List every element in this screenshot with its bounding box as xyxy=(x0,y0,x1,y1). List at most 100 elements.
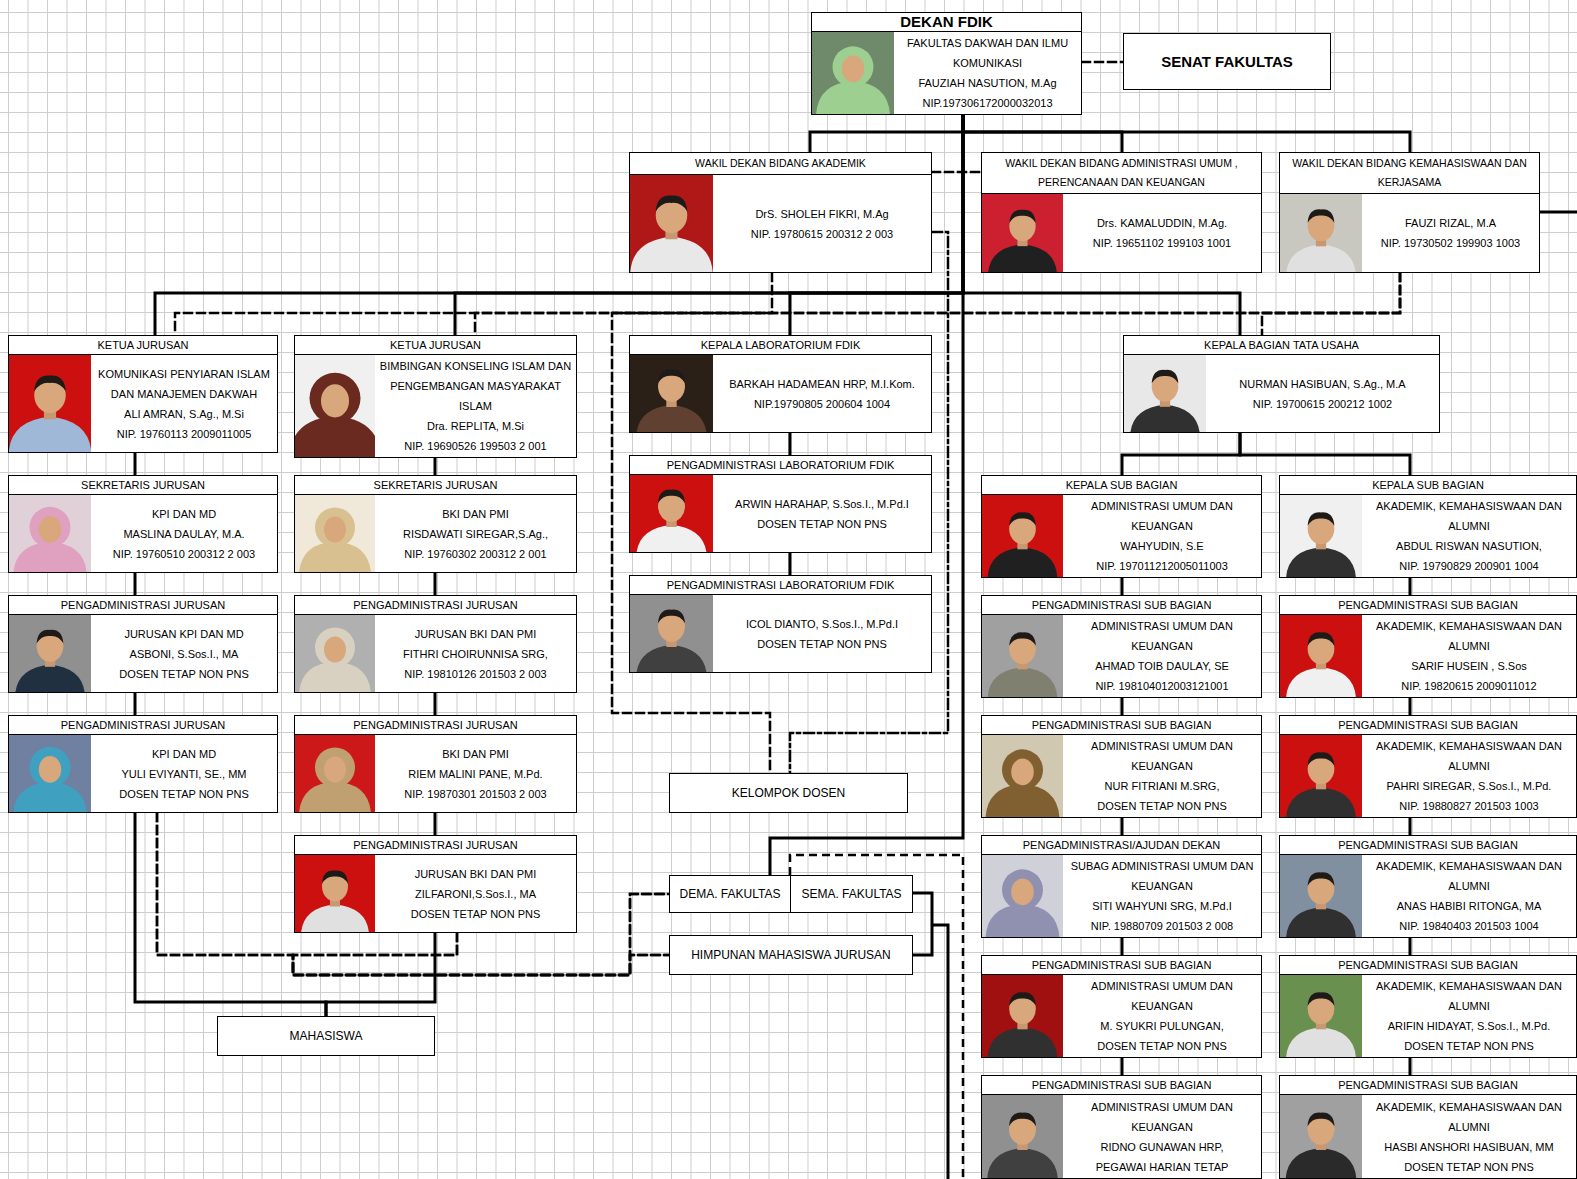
card-body: BARKAH HADAMEAN HRP, M.I.Kom.NIP.1979080… xyxy=(713,355,931,432)
card-text: NIP. 197011212005011003 xyxy=(1063,556,1261,576)
solid-connector xyxy=(810,115,963,152)
card-text: ZILFARONI,S.Sos.I., MA xyxy=(375,884,576,904)
card-title: KEPALA SUB BAGIAN xyxy=(982,476,1261,495)
card-title: WAKIL DEKAN BIDANG AKADEMIK xyxy=(630,153,931,175)
card-body: BKI DAN PMIRIEM MALINI PANE, M.Pd.NIP. 1… xyxy=(375,735,576,812)
card-text: BARKAH HADAMEAN HRP, M.I.Kom. xyxy=(713,374,931,394)
card-text: NIP. 19651102 199103 1001 xyxy=(1063,233,1261,253)
portrait-image xyxy=(630,355,713,432)
card-text: AKADEMIK, KEMAHASISWAAN DAN ALUMNI xyxy=(1362,1097,1576,1137)
card-text: NIP. 19780615 200312 2 003 xyxy=(713,224,931,244)
portrait-image xyxy=(982,495,1063,577)
card-text: ABDUL RISWAN NASUTION, xyxy=(1362,536,1576,556)
card-text: FAUZI RIZAL, M.A xyxy=(1362,213,1539,233)
card-text: ALI AMRAN, S.Ag., M.Si xyxy=(91,404,277,424)
dashed-connector xyxy=(932,171,981,174)
label-box: KELOMPOK DOSEN xyxy=(669,773,908,813)
solid-connector xyxy=(789,433,792,455)
portrait-photo xyxy=(982,194,1063,272)
portrait-photo xyxy=(1280,615,1362,697)
card-title: PENGADMINISTRASI JURUSAN xyxy=(295,596,576,615)
solid-connector xyxy=(134,693,137,715)
card-title: PENGADMINISTRASI SUB BAGIAN xyxy=(982,1076,1261,1095)
portrait-image xyxy=(1280,495,1362,577)
card-body: AKADEMIK, KEMAHASISWAAN DAN ALUMNIPAHRI … xyxy=(1362,735,1576,817)
solid-connector xyxy=(1409,698,1412,715)
card-text: ADMINISTRASI UMUM DAN KEUANGAN xyxy=(1063,976,1261,1016)
person-card: PENGADMINISTRASI LABORATORIUM FDIKICOL D… xyxy=(629,575,932,673)
person-card: KEPALA SUB BAGIANAKADEMIK, KEMAHASISWAAN… xyxy=(1279,475,1577,578)
card-body: BKI DAN PMIRISDAWATI SIREGAR,S.Ag.,NIP. … xyxy=(375,495,576,572)
card-body: KOMUNIKASI PENYIARAN ISLAM DAN MANAJEMEN… xyxy=(91,355,277,452)
card-body: KPI DAN MDMASLINA DAULAY, M.A.NIP. 19760… xyxy=(91,495,277,572)
portrait-image xyxy=(630,595,713,672)
card-text: SUBAG ADMINISTRASI UMUM DAN KEUANGAN xyxy=(1063,856,1261,896)
person-card: PENGADMINISTRASI JURUSANJURUSAN BKI DAN … xyxy=(294,835,577,933)
portrait-photo xyxy=(1280,495,1362,577)
card-text: ADMINISTRASI UMUM DAN KEUANGAN xyxy=(1063,496,1261,536)
portrait-image xyxy=(1280,615,1362,697)
label-box: SEMA. FAKULTAS xyxy=(790,875,913,913)
portrait-image xyxy=(9,495,91,572)
portrait-image xyxy=(630,175,713,272)
card-text: YULI EVIYANTI, SE., MM xyxy=(91,764,277,784)
person-card: KEPALA BAGIAN TATA USAHANURMAN HASIBUAN,… xyxy=(1123,335,1440,433)
card-title: WAKIL DEKAN BIDANG KEMAHASISWAAN DAN KER… xyxy=(1280,153,1539,194)
card-text: DOSEN TETAP NON PNS xyxy=(1362,1036,1576,1056)
dashed-connector xyxy=(175,273,1400,335)
person-card: PENGADMINISTRASI JURUSANBKI DAN PMIRIEM … xyxy=(294,715,577,813)
card-text: NIP. 19700615 200212 1002 xyxy=(1206,394,1439,414)
box-label: HIMPUNAN MAHASISWA JURUSAN xyxy=(685,946,897,964)
solid-connector xyxy=(1409,578,1412,595)
card-text: SARIF HUSEIN , S.Sos xyxy=(1362,656,1576,676)
card-text: Dra. REPLITA, M.Si xyxy=(375,416,576,436)
card-body: NURMAN HASIBUAN, S.Ag., M.ANIP. 19700615… xyxy=(1206,355,1439,432)
card-text: BKI DAN PMI xyxy=(375,504,576,524)
card-text: BIMBINGAN KONSELING ISLAM DAN PENGEMBANG… xyxy=(375,356,576,416)
person-card: PENGADMINISTRASI/AJUDAN DEKANSUBAG ADMIN… xyxy=(981,835,1262,938)
solid-connector xyxy=(134,573,137,595)
portrait-image xyxy=(9,355,91,452)
card-text: KPI DAN MD xyxy=(91,744,277,764)
solid-connector xyxy=(134,453,137,475)
card-title: KEPALA SUB BAGIAN xyxy=(1280,476,1576,495)
card-text: DOSEN TETAP NON PNS xyxy=(1063,1036,1261,1056)
portrait-photo xyxy=(630,595,713,672)
solid-connector xyxy=(1121,698,1124,715)
person-card: PENGADMINISTRASI JURUSANKPI DAN MDYULI E… xyxy=(8,715,278,813)
card-title: PENGADMINISTRASI LABORATORIUM FDIK xyxy=(630,456,931,475)
card-text: AKADEMIK, KEMAHASISWAAN DAN ALUMNI xyxy=(1362,856,1576,896)
portrait-image xyxy=(1280,855,1362,937)
card-text: RIEM MALINI PANE, M.Pd. xyxy=(375,764,576,784)
solid-connector xyxy=(434,813,437,835)
box-label: SEMA. FAKULTAS xyxy=(795,885,907,903)
card-text: JURUSAN KPI DAN MD xyxy=(91,624,277,644)
card-text: NIP.19790805 200604 1004 xyxy=(713,394,931,414)
portrait-photo xyxy=(982,735,1063,817)
portrait-photo xyxy=(295,855,375,932)
portrait-photo xyxy=(9,355,91,452)
card-body: AKADEMIK, KEMAHASISWAAN DAN ALUMNIARIFIN… xyxy=(1362,975,1576,1057)
portrait-photo xyxy=(9,735,91,812)
card-text: AHMAD TOIB DAULAY, SE xyxy=(1063,656,1261,676)
person-card: WAKIL DEKAN BIDANG AKADEMIKDrS. SHOLEH F… xyxy=(629,152,932,273)
card-text: M. SYUKRI PULUNGAN, xyxy=(1063,1016,1261,1036)
solid-connector xyxy=(1409,818,1412,835)
card-text: RIDNO GUNAWAN HRP, xyxy=(1063,1137,1261,1157)
person-card: DEKAN FDIKFAKULTAS DAKWAH DAN ILMU KOMUN… xyxy=(811,12,1082,115)
portrait-photo xyxy=(630,175,713,272)
solid-connector xyxy=(1409,938,1412,955)
person-card: PENGADMINISTRASI SUB BAGIANAKADEMIK, KEM… xyxy=(1279,595,1577,698)
person-card: SEKRETARIS JURUSANBKI DAN PMIRISDAWATI S… xyxy=(294,475,577,573)
card-body: FAKULTAS DAKWAH DAN ILMU KOMUNIKASIFAUZI… xyxy=(894,32,1081,114)
person-card: KEPALA SUB BAGIANADMINISTRASI UMUM DAN K… xyxy=(981,475,1262,578)
label-box: HIMPUNAN MAHASISWA JURUSAN xyxy=(669,935,913,975)
card-text: NIP. 19880827 201503 1003 xyxy=(1362,796,1576,816)
portrait-photo xyxy=(1280,194,1362,272)
portrait-photo xyxy=(630,355,713,432)
card-text: NIP. 19760113 2009011005 xyxy=(91,424,277,444)
person-card: PENGADMINISTRASI SUB BAGIANADMINISTRASI … xyxy=(981,595,1262,698)
card-body: ADMINISTRASI UMUM DAN KEUANGANRIDNO GUNA… xyxy=(1063,1095,1261,1178)
label-box: MAHASISWA xyxy=(217,1016,435,1056)
portrait-image xyxy=(982,194,1063,272)
